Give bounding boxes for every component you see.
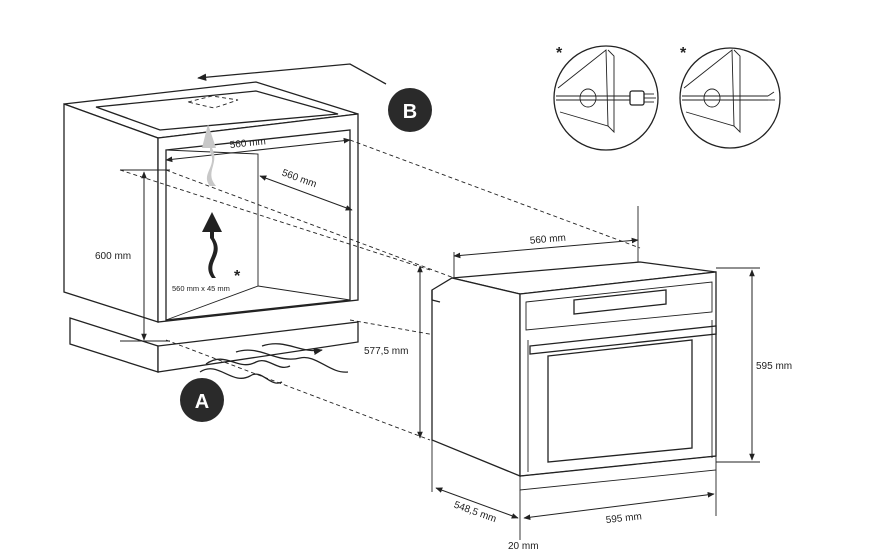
front-offset-label: 20 mm — [508, 541, 539, 552]
oven-top-width-label: 560 mm — [529, 233, 566, 247]
cabinet-width-label: 560 mm — [229, 136, 266, 151]
wall-hole-icon-2 — [703, 88, 721, 108]
plug-note-asterisk: * — [556, 45, 563, 62]
inlet-stream-2 — [199, 368, 283, 384]
outlet-pointer-line — [197, 63, 387, 85]
oven-front-width-line — [523, 492, 715, 520]
vent-note-asterisk: * — [234, 268, 241, 285]
inlet-stream-3 — [235, 349, 349, 373]
warm-air-arrow — [202, 212, 222, 278]
display-window — [573, 289, 667, 315]
oven — [431, 261, 717, 491]
cabinet-height-label: 600 mm — [95, 251, 131, 262]
detail-wire: * — [679, 45, 781, 149]
oven-depth-line — [435, 487, 519, 519]
oven-depth-label: 548,5 mm — [452, 500, 498, 526]
outlet-callout: B — [197, 63, 432, 132]
oven-body-height-label: 577,5 mm — [364, 346, 408, 357]
inlet-stream-1 — [205, 358, 291, 368]
vent-opening-label: 560 mm x 45 mm — [172, 284, 230, 293]
wire-note-asterisk: * — [680, 45, 687, 62]
outlet-badge: B — [388, 88, 432, 132]
door-window — [547, 339, 693, 463]
oven-front-width-label: 595 mm — [605, 511, 642, 526]
detail-plug: * — [553, 45, 659, 151]
bare-wire-icon — [767, 91, 775, 97]
oven-front-height-label: 595 mm — [756, 361, 792, 372]
inlet-callout: A — [180, 343, 349, 422]
inlet-badge-letter: A — [195, 391, 209, 413]
control-panel — [525, 281, 713, 331]
cabinet-depth-dimension-line — [259, 175, 353, 211]
inlet-stream-4 — [261, 343, 323, 356]
cabinet-width-dimension-line — [165, 137, 351, 163]
inlet-badge: A — [180, 378, 224, 422]
airflow-arrows-inside — [202, 124, 222, 278]
outlet-badge-letter: B — [403, 101, 417, 123]
plug-icon — [629, 90, 645, 106]
wall-hole-icon — [579, 88, 597, 108]
exhaust-air-arrow — [202, 124, 216, 186]
oven-top-width-line — [453, 237, 639, 259]
door-handle — [529, 325, 717, 355]
